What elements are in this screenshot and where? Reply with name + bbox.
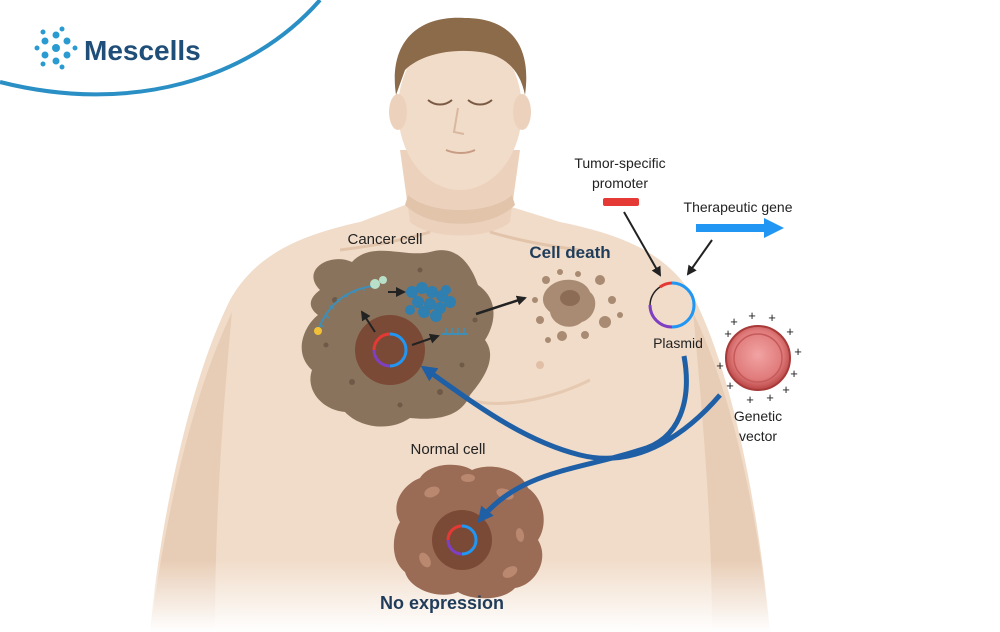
tumor-promoter-label-line1: Tumor-specific bbox=[574, 155, 665, 171]
svg-text:+: + bbox=[794, 344, 802, 359]
normal-cell-label: Normal cell bbox=[410, 441, 485, 458]
plasmid-inside-normal-cell-icon bbox=[446, 524, 478, 556]
plasmid-icon bbox=[648, 281, 696, 329]
tumor-promoter-bar bbox=[603, 198, 639, 206]
gene-to-plasmid-arrow bbox=[686, 239, 713, 276]
svg-text:+: + bbox=[726, 378, 734, 393]
head bbox=[398, 30, 522, 190]
promoter-to-plasmid-arrow bbox=[623, 211, 661, 277]
svg-text:+: + bbox=[782, 382, 790, 397]
svg-text:+: + bbox=[746, 392, 754, 407]
genetic-vector-icon: +++ +++ +++ +++ bbox=[716, 308, 802, 407]
genetic-vector-label-line2: vector bbox=[739, 428, 777, 444]
svg-text:+: + bbox=[716, 358, 724, 373]
svg-text:+: + bbox=[724, 326, 732, 341]
therapeutic-gene-label: Therapeutic gene bbox=[684, 199, 793, 215]
tumor-promoter-label-line2: promoter bbox=[592, 175, 648, 191]
delivery-arrow-to-cancer-cell bbox=[420, 365, 722, 461]
delivery-arrow-to-normal-cell bbox=[477, 355, 689, 524]
plasmid-label: Plasmid bbox=[653, 335, 703, 351]
cell-cluster-logo-icon bbox=[34, 26, 78, 70]
brand-swoosh bbox=[0, 0, 322, 97]
torso bbox=[150, 205, 770, 632]
cancer-cell-label: Cancer cell bbox=[347, 231, 422, 248]
brand-name: Mescells bbox=[84, 35, 201, 66]
svg-text:+: + bbox=[748, 308, 756, 323]
arrow-to-cell-death bbox=[475, 295, 527, 316]
hair bbox=[394, 17, 527, 95]
svg-text:+: + bbox=[786, 324, 794, 339]
normal-cell-nucleus bbox=[432, 510, 492, 570]
cell-death-label: Cell death bbox=[529, 243, 610, 262]
svg-text:+: + bbox=[766, 390, 774, 405]
cancer-cell-nucleus bbox=[355, 315, 425, 385]
svg-text:+: + bbox=[768, 310, 776, 325]
therapeutic-gene-arrow-icon bbox=[696, 218, 784, 238]
genetic-vector-label-line1: Genetic bbox=[734, 408, 782, 424]
therapeutic-protein-icon bbox=[405, 282, 456, 322]
cancer-cell bbox=[301, 250, 494, 427]
dead-cell-debris bbox=[532, 269, 623, 343]
no-expression-label: No expression bbox=[380, 593, 504, 613]
svg-text:+: + bbox=[730, 314, 738, 329]
svg-text:+: + bbox=[790, 366, 798, 381]
plasmid-inside-cancer-cell-icon bbox=[372, 332, 408, 368]
mrna-strand bbox=[317, 285, 373, 331]
